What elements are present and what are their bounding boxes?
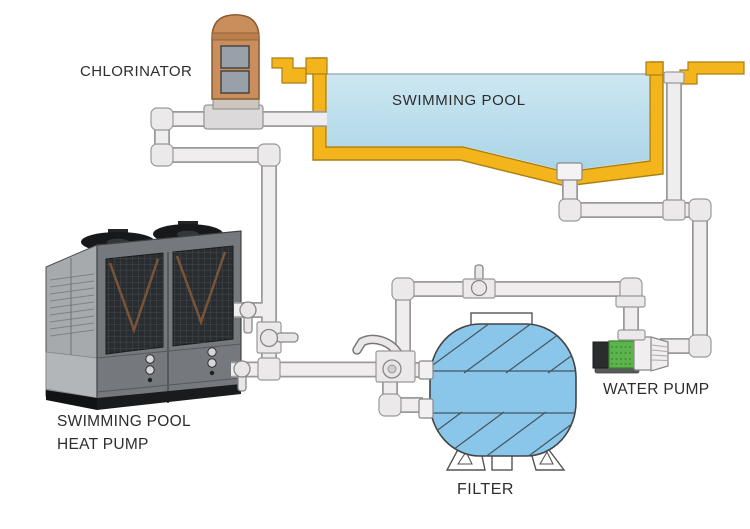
valve-body xyxy=(233,360,251,378)
swimming-pool-label: SWIMMING POOL xyxy=(392,92,526,109)
pressure-gauges xyxy=(145,347,217,383)
pool-overflow-weir xyxy=(679,61,745,85)
chlorinator-window xyxy=(220,70,250,94)
return-line-valve xyxy=(462,264,496,299)
pump-housing xyxy=(633,336,653,371)
pool-water xyxy=(327,74,649,171)
filter-tank xyxy=(418,312,577,471)
pool-drain-fitting xyxy=(556,162,583,181)
heatpump-lower-valve xyxy=(233,360,251,392)
pipe-elbow-fittings xyxy=(150,107,712,417)
pipe-pump-to-filter-valve xyxy=(396,282,638,358)
heat-pump-label: SWIMMING POOL HEAT PUMP xyxy=(57,410,191,456)
water-pump-unit xyxy=(592,329,669,374)
heat-pump-grille xyxy=(172,245,234,347)
heatpump-upper-valve xyxy=(239,301,257,334)
valve-lever xyxy=(275,332,299,343)
pool-inlet-weir xyxy=(271,57,307,84)
filter-body xyxy=(429,323,577,457)
pump-discharge-flange xyxy=(617,329,646,341)
heat-pump-label-line1: SWIMMING POOL xyxy=(57,413,191,430)
chlorinator-label: CHLORINATOR xyxy=(80,63,193,80)
swimming-pool xyxy=(271,57,745,187)
heat-pump-label-line2: HEAT PUMP xyxy=(57,436,149,453)
overflow-pipe-fitting xyxy=(663,71,685,84)
chlorinator-window xyxy=(220,45,250,69)
chlorinator-unit xyxy=(203,14,264,130)
motor-end-cap xyxy=(592,341,611,369)
heatpump-inline-valve xyxy=(256,321,299,354)
filter-lower-port xyxy=(418,398,434,419)
filter-upper-port xyxy=(418,360,434,380)
valve-body xyxy=(239,301,257,319)
water-pump-label: WATER PUMP xyxy=(603,381,710,398)
filter-label: FILTER xyxy=(457,481,514,498)
heat-pump-unit xyxy=(45,221,242,410)
heat-pump-grille xyxy=(105,252,164,355)
pump-discharge-coupling xyxy=(615,295,646,308)
filter-multiport-valve xyxy=(352,334,416,383)
pump-strainer-cone xyxy=(650,336,669,372)
